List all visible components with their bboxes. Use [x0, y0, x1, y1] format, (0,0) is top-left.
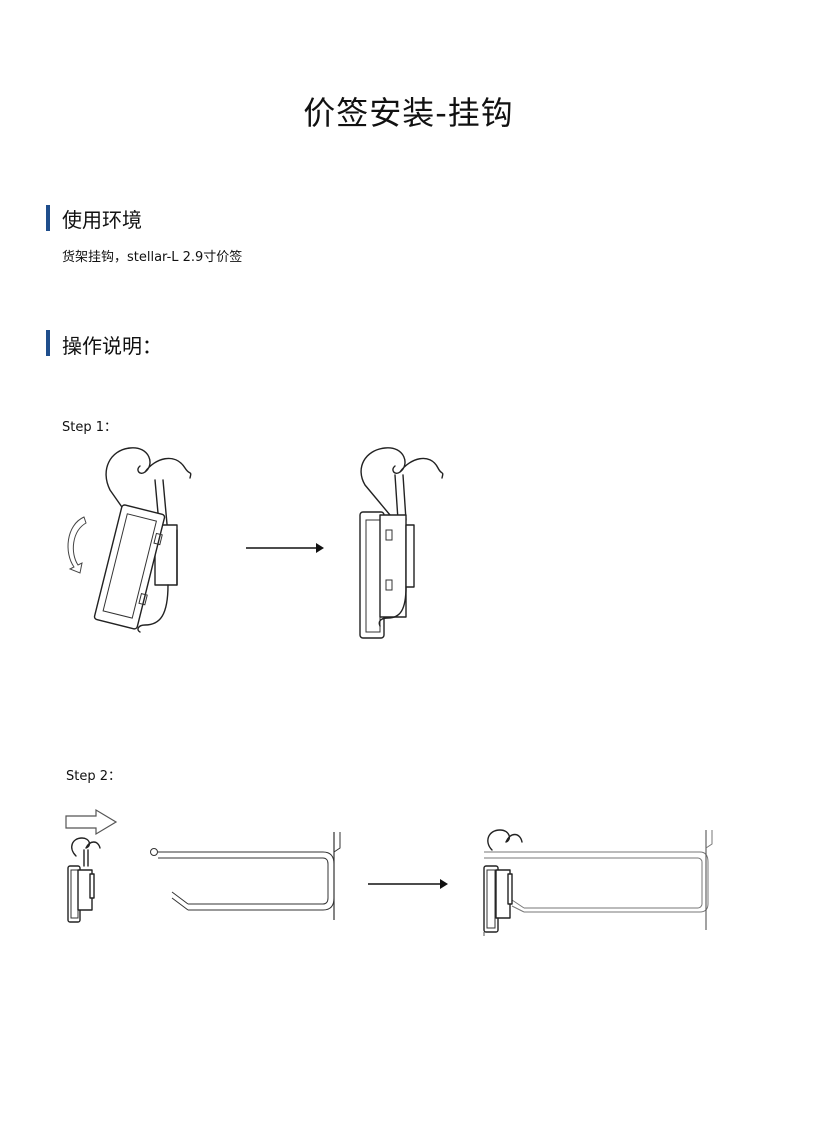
- section-title-instructions: 操作说明：: [62, 334, 162, 358]
- environment-text: 货架挂钩，stellar-L 2.9寸价签: [62, 250, 243, 265]
- section-accent-bar: [46, 205, 50, 231]
- step-1-tilted-label-illustration: [93, 447, 192, 633]
- step-2-installed-illustration: [483, 829, 713, 936]
- right-arrow-icon: [246, 543, 324, 553]
- step-2-hook-illustration: [150, 832, 341, 920]
- push-arrow-icon: [65, 808, 118, 836]
- rotate-arrow-icon: [67, 516, 87, 574]
- step-2-label: Step 2：: [66, 769, 122, 784]
- section-accent-bar: [46, 330, 50, 356]
- step-1-label: Step 1：: [62, 420, 118, 435]
- step-1-installed-label-illustration: [359, 447, 444, 639]
- step-2-label-with-hook-illustration: [67, 837, 101, 923]
- page-title: 价签安装-挂钩: [303, 94, 514, 132]
- section-title-environment: 使用环境: [62, 208, 142, 232]
- right-arrow-icon: [368, 879, 448, 889]
